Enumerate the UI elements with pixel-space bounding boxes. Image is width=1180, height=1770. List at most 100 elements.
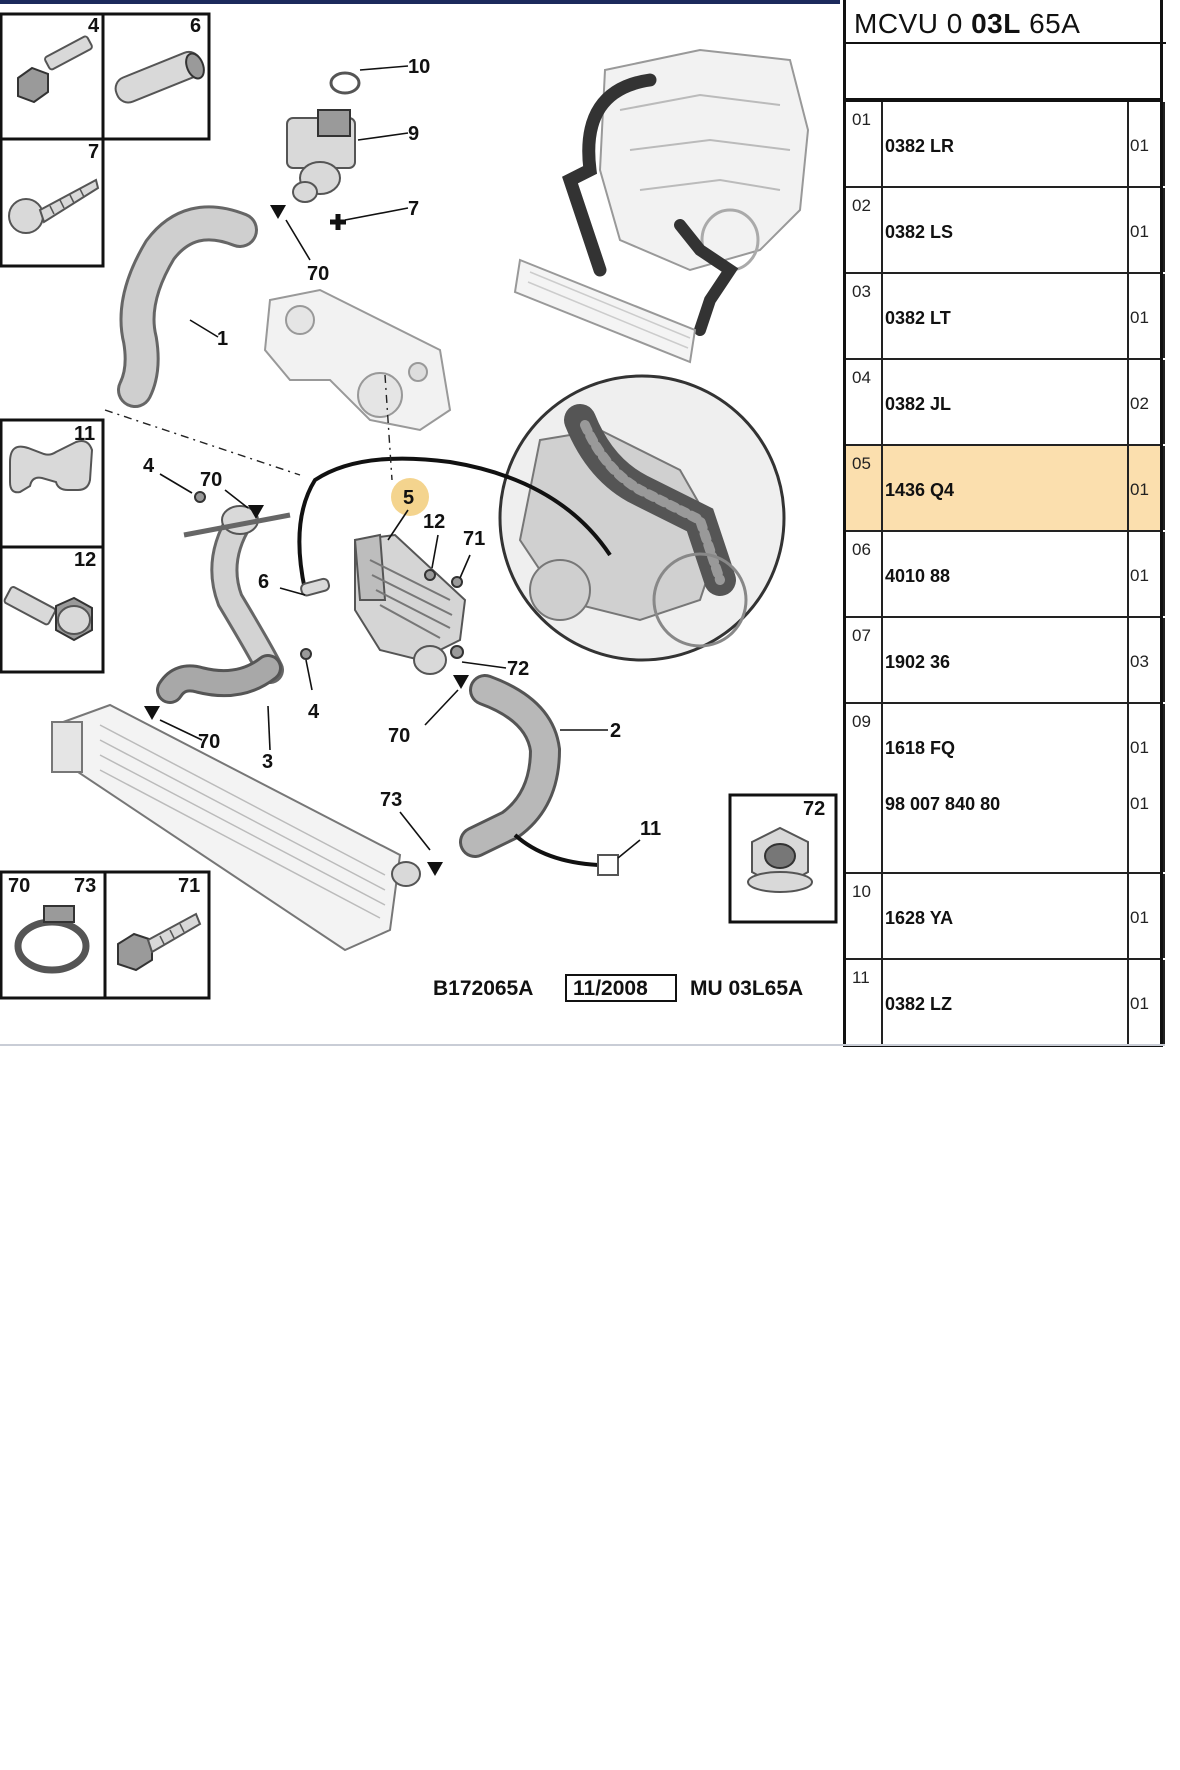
model-code: MU 03L65A <box>690 977 803 1000</box>
hose-part-2 <box>459 674 562 858</box>
row-index-cell: 02 <box>846 188 883 272</box>
hose-part-1 <box>117 205 258 408</box>
part-reference[interactable]: 0382 LS <box>885 222 954 242</box>
callout-label: 70 <box>198 731 220 753</box>
legend-box-7: 7 <box>0 137 105 268</box>
legend-box-12: 12 <box>0 545 105 674</box>
part-reference-cell: 1628 YA <box>881 874 1129 958</box>
callout-label: 7 <box>408 198 419 220</box>
box-label: 12 <box>74 549 96 571</box>
sleeve-icon <box>114 50 205 104</box>
part-reference[interactable]: 0382 LR <box>885 136 955 156</box>
quantity: 02 <box>1130 394 1149 413</box>
clipped-column <box>1163 102 1166 186</box>
part-reference-cell: 0382 JL <box>881 360 1129 444</box>
callout-label: 73 <box>380 789 402 811</box>
row-index: 03 <box>852 282 871 301</box>
clipped-column <box>1163 274 1166 358</box>
bottom-divider <box>0 1044 1165 1046</box>
pipe-part-11-lower <box>513 833 599 867</box>
part-reference[interactable]: 0382 LT <box>885 308 951 328</box>
callout-label: 71 <box>463 528 485 550</box>
row-index-cell: 09 <box>846 704 883 872</box>
part-reference-cell: 0382 LT <box>881 274 1129 358</box>
bolt-icon <box>17 35 93 104</box>
drawing-footer: B172065A 11/2008 MU 03L65A <box>433 974 803 1002</box>
callout-label: 12 <box>423 511 445 533</box>
row-index: 01 <box>852 110 871 129</box>
small-fasteners <box>194 491 464 660</box>
quantity-cell: 03 <box>1127 618 1165 702</box>
row-index-cell: 07 <box>846 618 883 702</box>
box-label: 73 <box>74 875 96 897</box>
exploded-parts-diagram: 4 6 7 11 12 <box>0 12 838 1002</box>
table-row[interactable]: 06 4010 88 01 <box>846 532 1165 618</box>
quantity: 01 <box>1130 994 1149 1013</box>
legend-box-72: 72 <box>728 793 838 924</box>
table-row[interactable]: 07 1902 36 03 <box>846 618 1165 704</box>
intercooler-small <box>513 258 697 364</box>
screw-marker-7 <box>330 214 346 230</box>
clipped-column <box>1163 360 1166 444</box>
callout-label: 3 <box>262 751 273 773</box>
box-label: 71 <box>178 875 200 897</box>
clipped-column <box>1163 960 1166 1044</box>
quantity: 01 <box>1130 566 1149 585</box>
table-title: MCVU 0 03L 65A <box>854 8 1081 39</box>
part-reference[interactable]: 0382 JL <box>885 394 952 414</box>
part-reference[interactable]: 4010 88 <box>885 566 951 586</box>
quantity: 01 <box>1130 738 1149 757</box>
legend-box-11: 11 <box>0 418 105 549</box>
part-reference[interactable]: 0382 LZ <box>885 994 953 1014</box>
legend-box-4: 4 <box>0 12 105 141</box>
part-reference[interactable]: 98 007 840 80 <box>885 794 1001 814</box>
quantity: 03 <box>1130 652 1149 671</box>
clipped-column <box>1163 874 1166 958</box>
part-reference[interactable]: 1618 FQ <box>885 738 956 758</box>
part-reference[interactable]: 1902 36 <box>885 652 951 672</box>
hose-clamp-icon <box>14 905 90 974</box>
table-row[interactable]: 03 0382 LT 01 <box>846 274 1165 360</box>
row-index: 06 <box>852 540 871 559</box>
row-index-cell: 11 <box>846 960 883 1044</box>
screw-flange-icon <box>117 912 202 972</box>
part-reference[interactable]: 1436 Q4 <box>885 480 955 500</box>
table-row[interactable]: 10 1628 YA 01 <box>846 874 1165 960</box>
callout-label: 70 <box>388 725 410 747</box>
callout-label: 6 <box>258 571 269 593</box>
assembly-line <box>384 374 393 481</box>
row-index-cell: 10 <box>846 874 883 958</box>
legend-box-70-73: 70 73 <box>0 870 107 1000</box>
pipe-part-11 <box>297 456 612 591</box>
part-reference-cell: 4010 88 <box>881 532 1129 616</box>
quantity-cell: 01 <box>1127 874 1165 958</box>
quantity: 01 <box>1130 222 1149 241</box>
valve-part-9 <box>286 71 361 203</box>
callout-label: 5 <box>403 487 414 509</box>
row-index: 10 <box>852 882 871 901</box>
callout-label: 70 <box>200 469 222 491</box>
screw-icon <box>8 178 100 234</box>
box-label: 4 <box>88 15 100 37</box>
quantity: 01 <box>1130 908 1149 927</box>
row-index: 11 <box>852 968 870 987</box>
turbo-manifold-illustration <box>263 288 452 432</box>
connector-marker <box>597 854 619 876</box>
quantity-cell: 02 <box>1127 360 1165 444</box>
quantity-cell: 01 <box>1127 446 1165 530</box>
part-reference[interactable]: 1628 YA <box>885 908 954 928</box>
table-row[interactable]: 11 0382 LZ 01 <box>846 960 1165 1044</box>
box-label: 6 <box>190 15 201 37</box>
clipped-column <box>1163 446 1166 530</box>
quantity: 01 <box>1130 308 1149 327</box>
clipped-column <box>1163 532 1166 616</box>
row-index: 07 <box>852 626 871 645</box>
table-header: MCVU 0 03L 65A <box>843 0 1166 98</box>
